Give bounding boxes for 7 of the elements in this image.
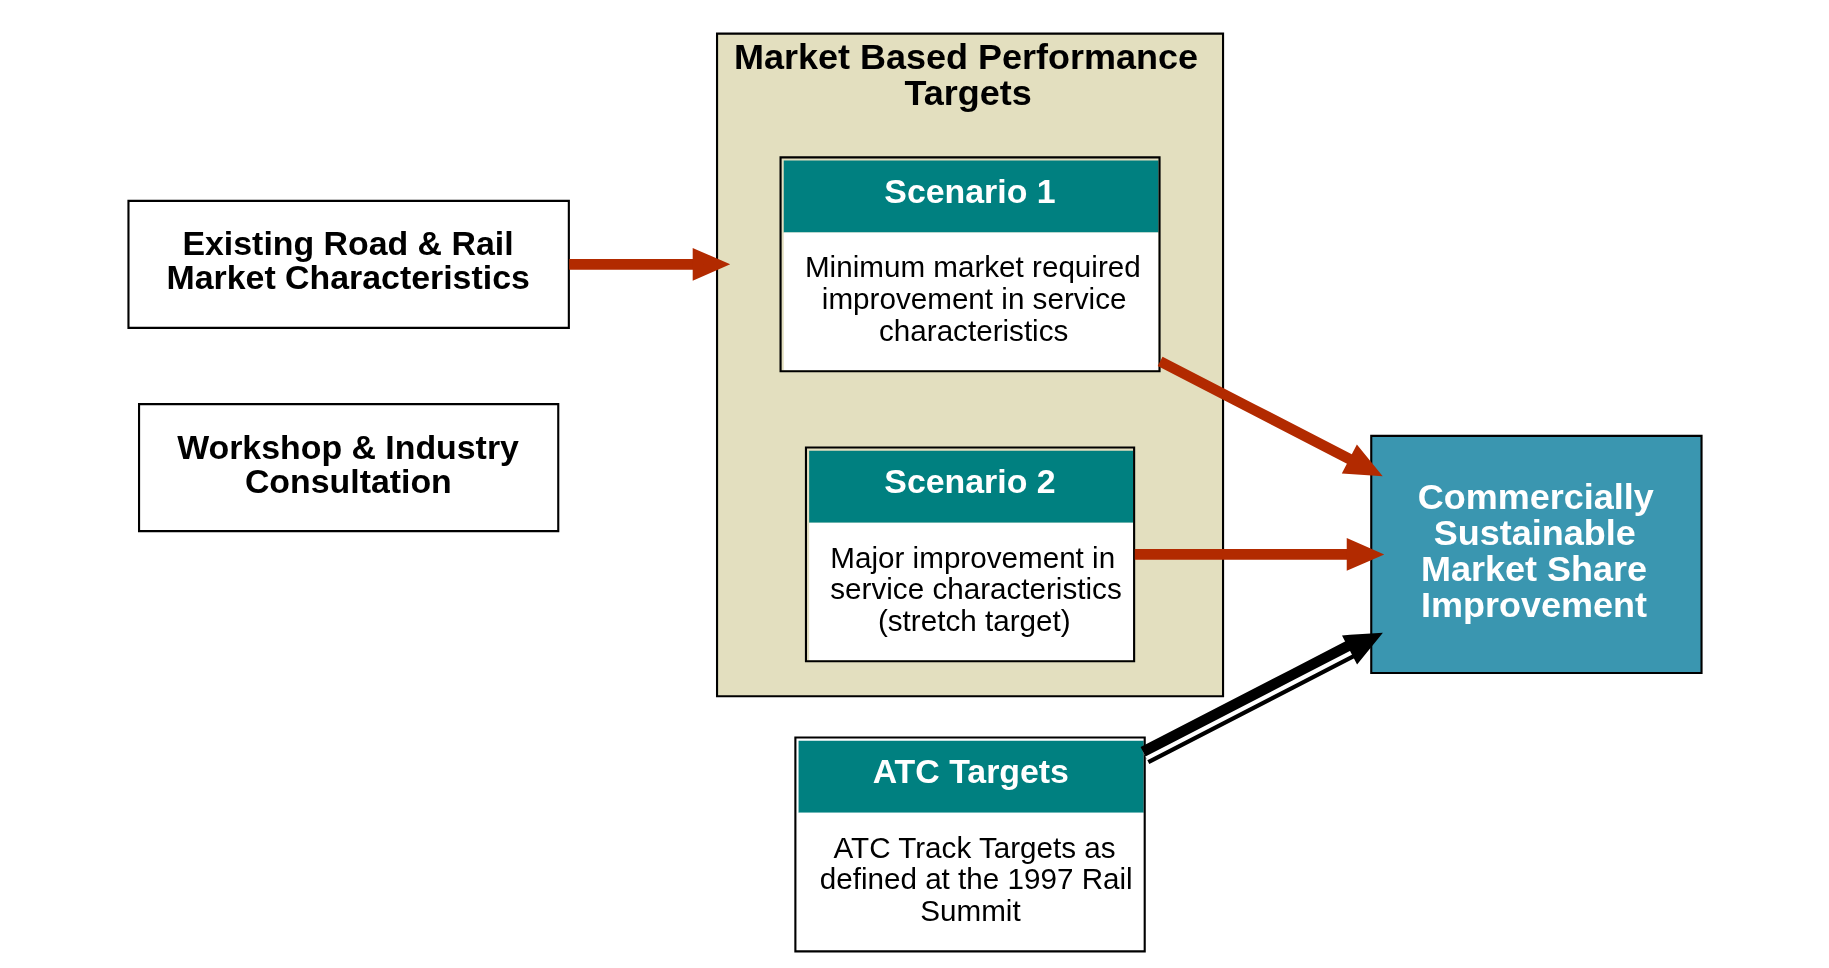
node-box: Existing Road & Rail Market Characteristics bbox=[126, 199, 570, 329]
arrow bbox=[568, 247, 730, 281]
arrow bbox=[1157, 356, 1383, 477]
arrow bbox=[1134, 537, 1384, 571]
arrow bbox=[1140, 632, 1383, 765]
node-box: Commercially Sustainable Market Share Improvement bbox=[1369, 434, 1703, 674]
node-box: Workshop & Industry Consultation bbox=[137, 403, 559, 533]
